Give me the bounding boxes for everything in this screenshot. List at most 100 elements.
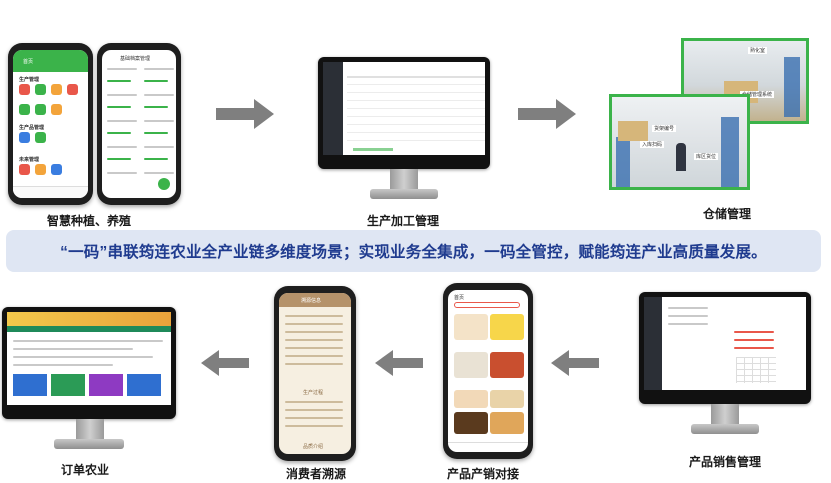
menu-tile-icon[interactable] — [19, 84, 30, 95]
content-line — [668, 315, 708, 317]
content-line — [668, 323, 708, 325]
table-row — [347, 108, 485, 109]
monitor-bezel — [2, 307, 176, 419]
table-row — [347, 84, 485, 85]
trace-header-title: 溯源信息 — [301, 298, 322, 304]
product-image[interactable] — [454, 390, 488, 408]
monitor-neck — [711, 404, 739, 426]
menu-tile-icon[interactable] — [35, 104, 46, 115]
promo-card[interactable] — [89, 374, 123, 396]
record-line — [107, 172, 137, 174]
monitor-foot — [54, 439, 124, 449]
arrow-left-icon — [201, 350, 249, 376]
menu-tile-icon[interactable] — [51, 104, 62, 115]
product-image[interactable] — [490, 412, 524, 434]
content-line — [13, 348, 133, 350]
summary-banner: “一码”串联筠连农业全产业链多维度场景；实现业务全集成，一码全管控，赋能筠连产业… — [6, 230, 821, 272]
table-row — [347, 140, 485, 141]
record-line — [144, 120, 174, 122]
shop-tabbar — [448, 442, 528, 452]
trace-line — [285, 347, 343, 349]
table-row — [347, 100, 485, 101]
production-monitor — [318, 57, 490, 205]
monitor-bezel — [639, 292, 811, 404]
content-line — [13, 364, 113, 366]
menu-tile-icon[interactable] — [67, 84, 78, 95]
warehouse-image-front: 货架编号 入库扫码 库区货位 — [609, 94, 750, 190]
phone-screen: 基础档案管理 — [102, 50, 176, 198]
pagination[interactable] — [353, 148, 393, 151]
menu-tile-icon[interactable] — [51, 84, 62, 95]
menu-tile-icon[interactable] — [35, 164, 46, 175]
add-record-button[interactable] — [158, 178, 170, 190]
menu-tile-icon[interactable] — [19, 164, 30, 175]
record-line — [144, 94, 174, 96]
content-line — [668, 307, 708, 309]
table-row — [347, 92, 485, 93]
trace-section-production: 生产过程 — [303, 390, 324, 396]
caption-traceability: 消费者溯源 — [286, 467, 347, 481]
record-line — [144, 146, 174, 148]
traceability-phone: 溯源信息 生产过程 品质介绍 — [274, 286, 356, 461]
sidebar — [323, 62, 343, 155]
arrow-left-icon — [551, 350, 599, 376]
site-nav — [7, 326, 171, 332]
content-line — [734, 347, 774, 349]
section-title-production: 生产管理 — [19, 77, 40, 83]
trace-line — [285, 401, 343, 403]
shop-header-title: 首页 — [454, 295, 465, 301]
caption-production: 生产加工管理 — [367, 214, 440, 228]
trace-line — [285, 331, 343, 333]
menu-tile-icon[interactable] — [19, 132, 30, 143]
product-image[interactable] — [454, 352, 488, 378]
product-image[interactable] — [490, 352, 524, 378]
monitor-neck — [76, 419, 104, 441]
caption-sales: 产品销售管理 — [689, 455, 762, 469]
product-image[interactable] — [490, 390, 524, 408]
search-bar[interactable] — [454, 302, 520, 308]
phone-screen: 首页 生产管理 生产品管理 未来管理 — [13, 50, 88, 198]
content-line — [13, 340, 163, 342]
trace-section-quality: 品质介绍 — [303, 444, 324, 450]
sales-screen — [644, 297, 806, 390]
menu-tile-icon[interactable] — [19, 104, 30, 115]
record-line — [107, 68, 137, 70]
content-line — [734, 331, 774, 333]
section-title-product: 生产品管理 — [19, 125, 45, 131]
calendar-grid[interactable] — [736, 357, 776, 383]
shelf — [616, 137, 630, 187]
table-row — [347, 124, 485, 125]
record-line — [107, 106, 131, 108]
product-image[interactable] — [454, 314, 488, 340]
order-agriculture-monitor — [2, 307, 176, 455]
shelf — [784, 57, 800, 117]
content-line — [13, 356, 153, 358]
monitor-foot — [691, 424, 759, 434]
sidebar — [644, 297, 662, 390]
promo-card[interactable] — [51, 374, 85, 396]
menu-tile-icon[interactable] — [51, 164, 62, 175]
record-line — [107, 120, 137, 122]
record-line — [107, 94, 137, 96]
phone-screen: 溯源信息 生产过程 品质介绍 — [279, 293, 351, 454]
record-line — [144, 132, 168, 134]
trace-line — [285, 355, 343, 357]
caption-smart-planting: 智慧种植、养殖 — [47, 214, 132, 228]
sales-monitor — [639, 292, 811, 440]
menu-tile-icon[interactable] — [35, 132, 46, 143]
trace-line — [285, 363, 343, 365]
promo-card[interactable] — [127, 374, 161, 396]
phone-header: 首页 — [13, 50, 88, 72]
record-line — [144, 172, 174, 174]
promo-card[interactable] — [13, 374, 47, 396]
menu-tile-icon[interactable] — [35, 84, 46, 95]
arrow-right-icon — [216, 99, 274, 129]
monitor-neck — [390, 169, 418, 191]
product-image[interactable] — [490, 314, 524, 340]
product-image[interactable] — [454, 412, 488, 434]
trace-line — [285, 315, 343, 317]
record-line — [144, 68, 174, 70]
smart-planting-phone-records: 基础档案管理 — [97, 43, 181, 205]
boxes — [618, 121, 648, 141]
phone-tabbar — [13, 186, 88, 198]
